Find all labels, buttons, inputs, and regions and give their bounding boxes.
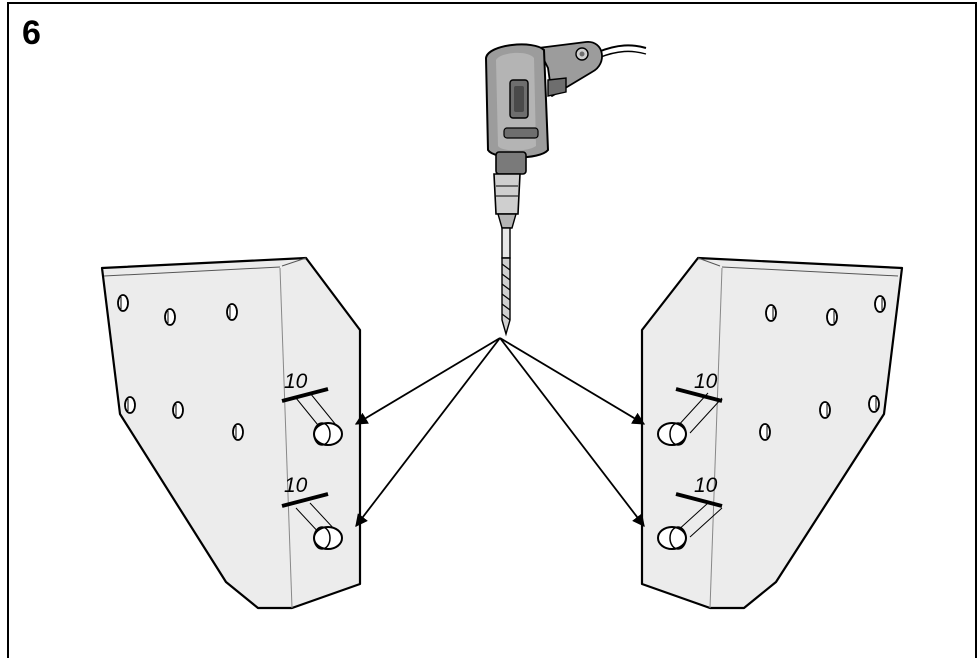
drill-chuck — [493, 173, 521, 215]
right-dim-tick-upper — [675, 387, 723, 403]
hole — [172, 401, 184, 419]
drill-bit-shank — [501, 227, 511, 259]
arrow-icon — [354, 337, 501, 425]
left-panel: 10 10 — [100, 256, 362, 610]
right-dim-tick-lower — [675, 492, 723, 508]
hole — [117, 294, 129, 312]
right-dim-label-lower: 10 — [694, 474, 718, 497]
drill-collar — [495, 151, 527, 175]
drill-cord — [597, 44, 647, 53]
hole — [826, 308, 838, 326]
right-panel-fold-line — [709, 267, 723, 609]
step-number: 6 — [22, 14, 41, 52]
left-dim-tick-upper — [281, 387, 329, 403]
right-drill-hole-lower: 10 — [657, 474, 723, 550]
left-drill-hole-lower: 10 — [281, 474, 343, 550]
drill-trigger — [547, 77, 567, 97]
hole — [874, 295, 886, 313]
left-panel-fold-line — [279, 267, 293, 609]
hole — [232, 423, 244, 441]
left-dim-label-lower: 10 — [284, 474, 308, 497]
drill-icon — [485, 41, 647, 337]
hole — [124, 396, 136, 414]
left-panel-chamfer — [281, 257, 307, 267]
hole — [765, 304, 777, 322]
frame-border — [7, 2, 977, 658]
hole — [164, 308, 176, 326]
arrow-icon — [355, 337, 501, 528]
arrows — [354, 337, 646, 528]
left-drill-hole-upper: 10 — [281, 370, 343, 446]
hole — [868, 395, 880, 413]
arrow-icon — [499, 337, 645, 528]
right-panel-top-edge — [721, 266, 899, 277]
right-drill-hole-upper: 10 — [657, 370, 723, 446]
right-dim-label-upper: 10 — [694, 370, 718, 393]
right-panel-chamfer — [697, 257, 721, 267]
left-dim-tick-lower — [281, 492, 329, 508]
right-panel: 10 10 — [640, 256, 904, 610]
arrow-icon — [499, 337, 646, 425]
hole — [819, 401, 831, 419]
left-panel-top-edge — [103, 266, 281, 277]
hole — [226, 303, 238, 321]
left-dim-label-upper: 10 — [284, 370, 308, 393]
hole — [759, 423, 771, 441]
